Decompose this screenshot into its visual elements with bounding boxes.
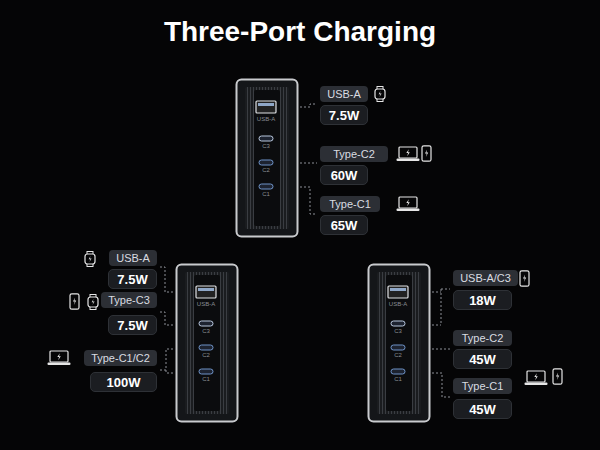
watt-text: 7.5W [117, 318, 147, 333]
power-value: 45W [453, 349, 512, 369]
power-value: 7.5W [108, 269, 157, 289]
port-marking: C2 [202, 352, 210, 358]
port-marking: C1 [394, 376, 402, 382]
port-marking: USB-A [257, 116, 275, 122]
port-label: Type-C3 [101, 292, 157, 308]
port-name: USB-A/C3 [460, 272, 511, 284]
watt-text: 45W [469, 402, 496, 417]
power-value: 60W [320, 165, 368, 185]
port-marking: C2 [394, 352, 402, 358]
port-label: USB-A/C3 [453, 270, 518, 286]
power-value: 100W [90, 372, 157, 392]
port-name: Type-C3 [108, 294, 150, 306]
port-name: Type-C2 [462, 332, 504, 344]
port-label: Type-C2 [320, 146, 388, 162]
watt-text: 7.5W [329, 108, 359, 123]
watt-text: 65W [331, 218, 358, 233]
watt-text: 100W [107, 375, 141, 390]
port-name: Type-C1 [329, 198, 371, 210]
port-name: Type-C1/C2 [91, 352, 150, 364]
charger-body [237, 80, 298, 237]
port-marking: C3 [202, 328, 210, 334]
power-value: 45W [453, 399, 512, 419]
power-value: 65W [320, 215, 368, 235]
port-marking: C1 [262, 191, 270, 197]
watt-text: 45W [469, 352, 496, 367]
watt-text: 60W [331, 168, 358, 183]
port-label: Type-C1 [453, 378, 512, 394]
charger-body [177, 265, 238, 422]
port-marking: USB-A [197, 301, 215, 307]
port-marking: C2 [262, 167, 270, 173]
port-label: USB-A [320, 86, 368, 102]
power-value: 7.5W [108, 315, 157, 335]
watt-text: 18W [469, 293, 496, 308]
port-marking: C3 [394, 328, 402, 334]
port-marking: USB-A [389, 301, 407, 307]
charger-body [369, 265, 430, 422]
port-marking: C3 [262, 143, 270, 149]
power-value: 7.5W [320, 105, 368, 125]
port-label: Type-C1/C2 [84, 350, 157, 366]
watt-text: 7.5W [117, 272, 147, 287]
port-label: USB-A [109, 250, 157, 266]
port-label: Type-C2 [453, 330, 512, 346]
port-marking: C1 [202, 376, 210, 382]
port-name: Type-C2 [333, 148, 375, 160]
device-icons [48, 87, 563, 386]
port-name: USB-A [116, 252, 150, 264]
port-name: Type-C1 [462, 380, 504, 392]
diagram-title: Three-Port Charging [0, 16, 600, 48]
port-label: Type-C1 [320, 196, 380, 212]
port-name: USB-A [327, 88, 361, 100]
power-value: 18W [453, 290, 512, 310]
leader-lines [160, 104, 450, 397]
